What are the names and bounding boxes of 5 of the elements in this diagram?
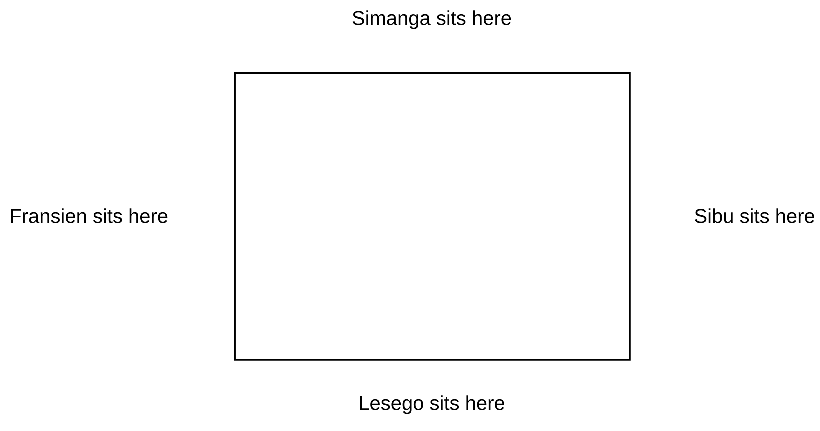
- seat-label: Sibu sits here: [695, 208, 814, 224]
- seat-label: Lesego sits here: [360, 396, 504, 414]
- table-outline: [234, 72, 631, 361]
- seat-label: Simanga sits here: [352, 10, 512, 30]
- seat-label: Fransien sits here: [11, 208, 168, 224]
